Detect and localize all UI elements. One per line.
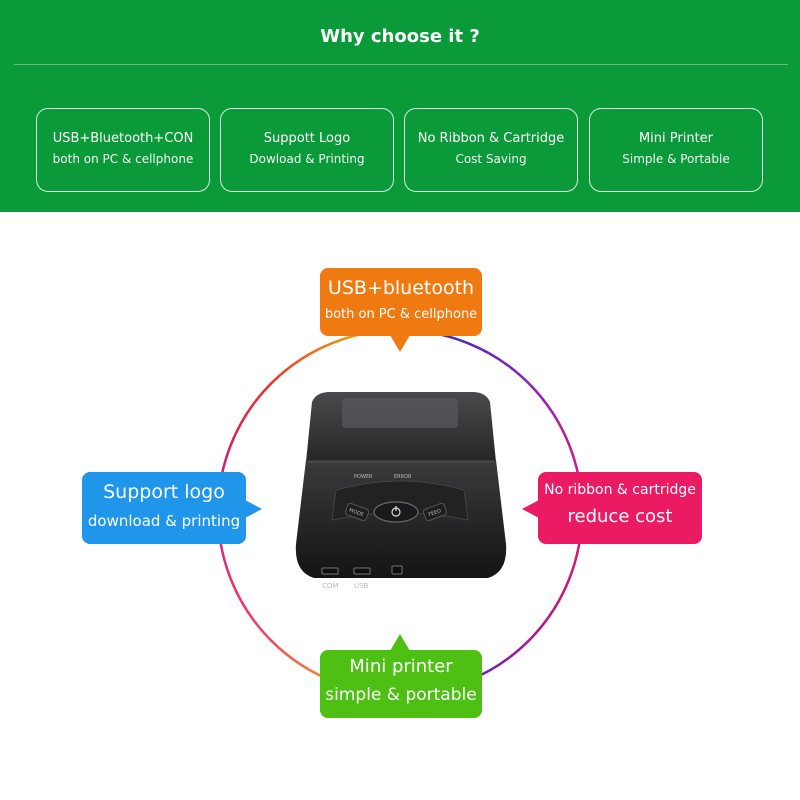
callout-no-ribbon: No ribbon & cartridge reduce cost (522, 472, 702, 544)
feed-button[interactable] (422, 502, 448, 522)
feature-subtitle: both on PC & cellphone (52, 152, 194, 166)
usb-port-label: USB (354, 582, 369, 590)
feed-label: FEED (428, 508, 442, 518)
dc-port (391, 565, 403, 575)
power-label: POWER (354, 474, 373, 480)
callout-title: Mini printer (349, 656, 453, 677)
usb-port (353, 567, 371, 575)
banner-title: Why choose it ? (320, 26, 480, 47)
callout-support-logo: Support logo download & printing (82, 472, 262, 544)
feature-card-logo: Suppott Logo Dowload & Printing (220, 108, 394, 192)
callout-title: USB+bluetooth (327, 277, 475, 299)
feature-title: USB+Bluetooth+CON (52, 131, 194, 146)
feature-card-usb-bluetooth: USB+Bluetooth+CON both on PC & cellphone (36, 108, 210, 192)
callout-subtitle: simple & portable (325, 685, 477, 705)
banner-divider (14, 64, 788, 65)
callout-subtitle: download & printing (87, 512, 241, 530)
feature-subtitle: Dowload & Printing (249, 152, 365, 166)
why-choose-banner: Why choose it ? USB+Bluetooth+CON both o… (0, 0, 800, 212)
feature-subtitle: Cost Saving (455, 152, 527, 166)
com-port-label: COM (322, 582, 338, 590)
callout-mini-printer: Mini printer simple & portable (320, 634, 482, 718)
feature-title: No Ribbon & Cartridge (417, 131, 565, 146)
callout-subtitle: both on PC & cellphone (324, 307, 478, 322)
callout-title: No ribbon & cartridge (544, 482, 696, 498)
callout-subtitle: reduce cost (567, 506, 673, 527)
printer-illustration: POWER ERROR MODE FEED COM USB (295, 392, 507, 590)
feature-title: Mini Printer (638, 131, 714, 146)
mode-button[interactable] (344, 502, 370, 522)
error-label: ERROR (394, 474, 412, 480)
power-button[interactable] (373, 501, 419, 523)
feature-card-mini-printer: Mini Printer Simple & Portable (589, 108, 763, 192)
feature-title: Suppott Logo (263, 131, 351, 146)
mode-label: MODE (348, 507, 364, 518)
callout-title: Support logo (103, 481, 225, 503)
callout-usb-bluetooth: USB+bluetooth both on PC & cellphone (320, 268, 482, 352)
com-port (321, 567, 339, 575)
feature-card-no-ribbon: No Ribbon & Cartridge Cost Saving (404, 108, 578, 192)
feature-subtitle: Simple & Portable (622, 152, 730, 166)
